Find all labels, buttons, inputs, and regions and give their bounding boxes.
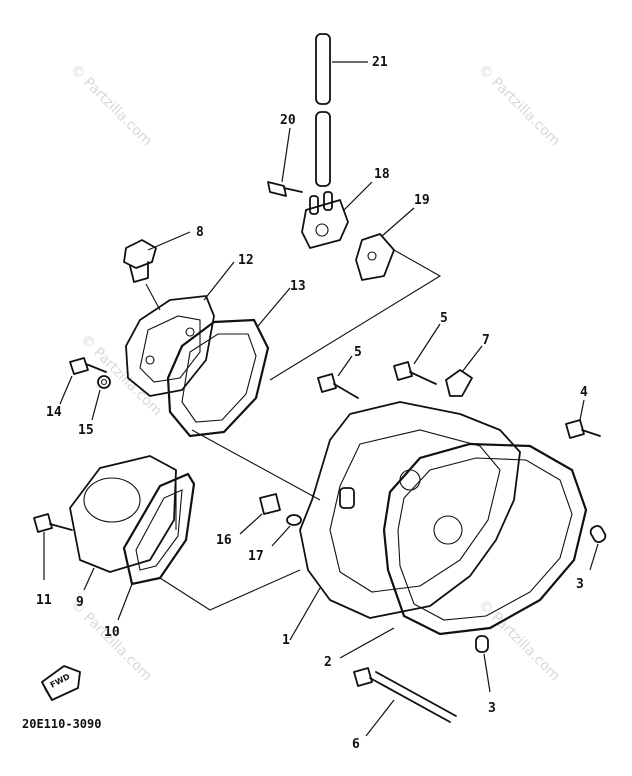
part-19-plate	[269, 207, 442, 381]
part-16-bolt	[239, 493, 281, 535]
callout-1: 1	[282, 633, 290, 648]
callout-20: 20	[280, 113, 296, 128]
part-4-bolt	[565, 399, 601, 439]
part-6-long-bolt	[353, 667, 457, 737]
callout-labels: 21 20 18 19 8 12 13 5 5 7 4 14 15 16 17 …	[36, 55, 588, 752]
part-21-breather-tube	[315, 33, 368, 187]
drawing-code: 20E110-3090	[22, 717, 101, 731]
part-5-bolt-right	[393, 323, 441, 385]
callout-3-lower: 3	[488, 701, 496, 716]
callout-12: 12	[238, 253, 254, 268]
part-13-gasket	[166, 287, 321, 501]
callout-17: 17	[248, 549, 264, 564]
part-7-bracket	[445, 345, 483, 397]
part-9-cover	[69, 455, 177, 591]
callout-18: 18	[374, 167, 390, 182]
part-11-bolt	[33, 513, 73, 580]
watermark-middle: © Partzilla.com	[77, 332, 165, 420]
part-18-fitting	[301, 181, 373, 249]
fwd-direction-symbol: FWD	[41, 665, 81, 701]
part-10-gasket	[117, 472, 301, 621]
part-3-dowel-lower	[475, 635, 491, 693]
part-2-gasket	[339, 442, 588, 659]
watermark-top-right: © Partzilla.com	[475, 62, 563, 150]
callout-14: 14	[46, 405, 62, 420]
callout-8: 8	[196, 225, 204, 240]
part-5-bolt-left	[317, 355, 359, 399]
part-15-washer	[91, 375, 111, 421]
callout-2: 2	[324, 655, 332, 670]
callout-5-right: 5	[440, 311, 448, 326]
part-8-oil-cap	[123, 231, 191, 311]
callout-15: 15	[78, 423, 94, 438]
callout-9: 9	[76, 595, 84, 610]
part-3-dowel-upper	[589, 525, 607, 571]
part-12-cover	[125, 261, 235, 397]
part-14-bolt	[59, 357, 107, 405]
callout-4: 4	[580, 385, 588, 400]
callout-13: 13	[290, 279, 306, 294]
part-17-washer	[271, 514, 302, 547]
callout-16: 16	[216, 533, 232, 548]
callout-3-upper: 3	[576, 577, 584, 592]
callout-7: 7	[482, 333, 490, 348]
callout-10: 10	[104, 625, 120, 640]
callout-19: 19	[414, 193, 430, 208]
callout-11: 11	[36, 593, 52, 608]
watermark-group: © Partzilla.com © Partzilla.com © Partzi…	[67, 62, 563, 685]
part-20-bolt	[267, 127, 303, 197]
callout-5-left: 5	[354, 345, 362, 360]
callout-6: 6	[352, 737, 360, 752]
watermark-top-left: © Partzilla.com	[67, 62, 155, 150]
callout-21: 21	[372, 55, 388, 70]
